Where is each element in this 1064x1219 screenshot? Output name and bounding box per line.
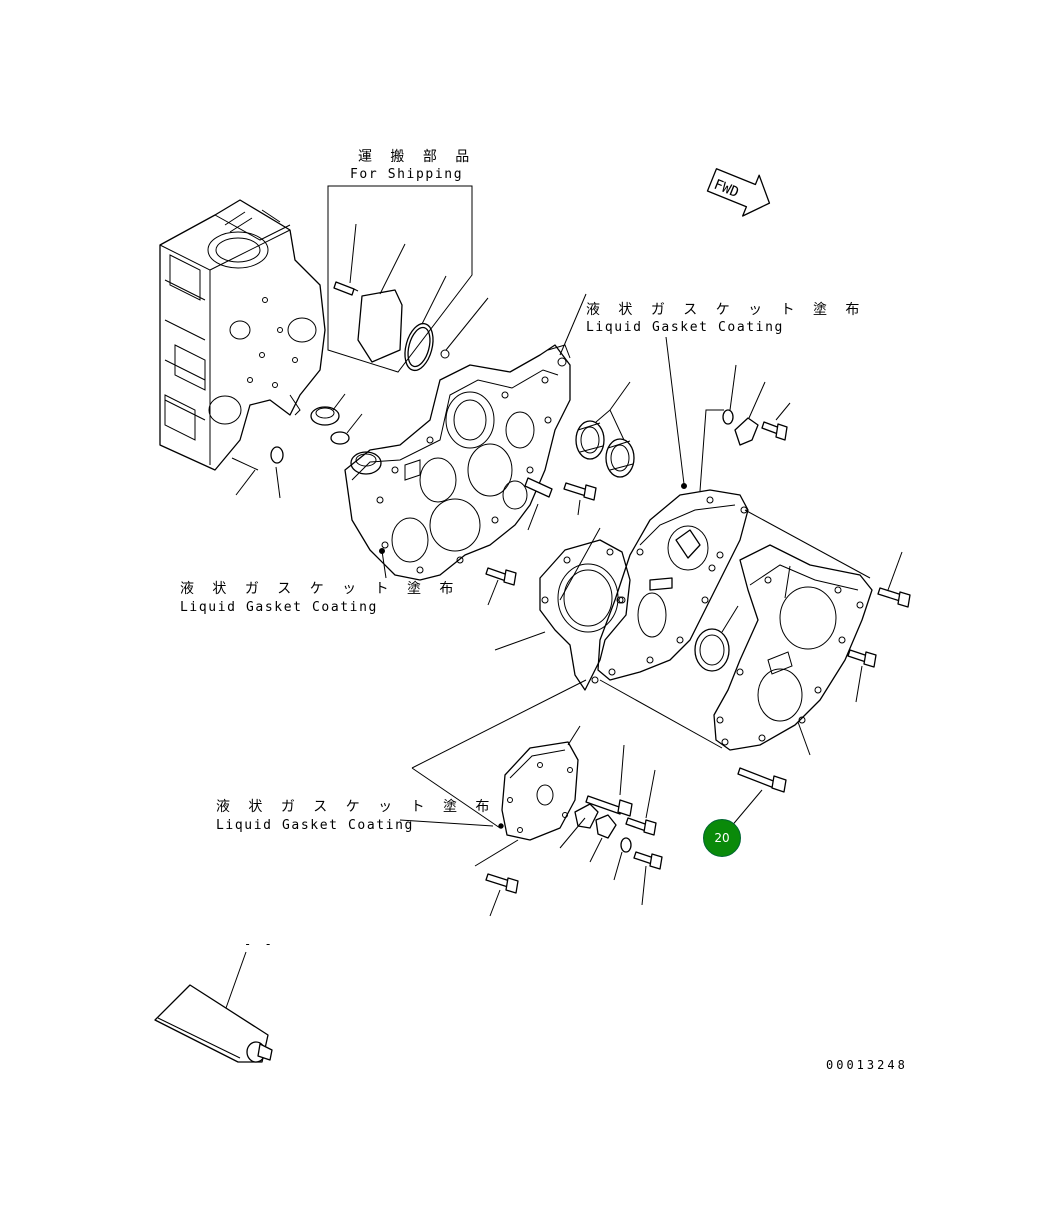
oil-seal [694, 605, 739, 672]
bearings [575, 381, 635, 478]
lower-small-parts [485, 744, 663, 917]
case-bolts [485, 482, 597, 606]
shipping-label-ja: 運 搬 部 品 [358, 149, 475, 165]
dowel-pin [524, 477, 553, 531]
assembly-lines [411, 509, 871, 867]
gasket-label-left-ja: 液 状 ガ ス ケ ッ ト 塗 布 [180, 581, 459, 597]
engine-block [159, 199, 326, 499]
gasket-label-top-ja: 液 状 ガ ス ケ ッ ト 塗 布 [586, 302, 865, 318]
cover-bolts [729, 551, 911, 829]
gear-case [344, 344, 571, 581]
fwd-text: FWD [712, 177, 741, 201]
shipping-label-en: For Shipping [350, 167, 464, 182]
label-leaders [381, 293, 724, 827]
liquid-gasket-tube [154, 951, 273, 1063]
gasket-label-bottom-ja: 液 状 ガ ス ケ ッ ト 塗 布 [216, 799, 495, 815]
gear-plate [494, 539, 673, 691]
part-callout-20[interactable]: 20 [703, 819, 741, 857]
tube-label: - - [244, 937, 275, 951]
shipping-parts-group [327, 185, 489, 373]
gasket-label-bottom-en: Liquid Gasket Coating [216, 818, 414, 833]
timing-cover [713, 544, 873, 756]
gasket-label-left-en: Liquid Gasket Coating [180, 600, 378, 615]
fwd-arrow: FWD [706, 168, 771, 217]
drawing-number: 00013248 [826, 1058, 908, 1072]
seal-plate-parts [722, 364, 791, 446]
gasket-label-top-en: Liquid Gasket Coating [586, 320, 784, 335]
lower-plate [498, 725, 581, 841]
front-plate [597, 483, 749, 681]
